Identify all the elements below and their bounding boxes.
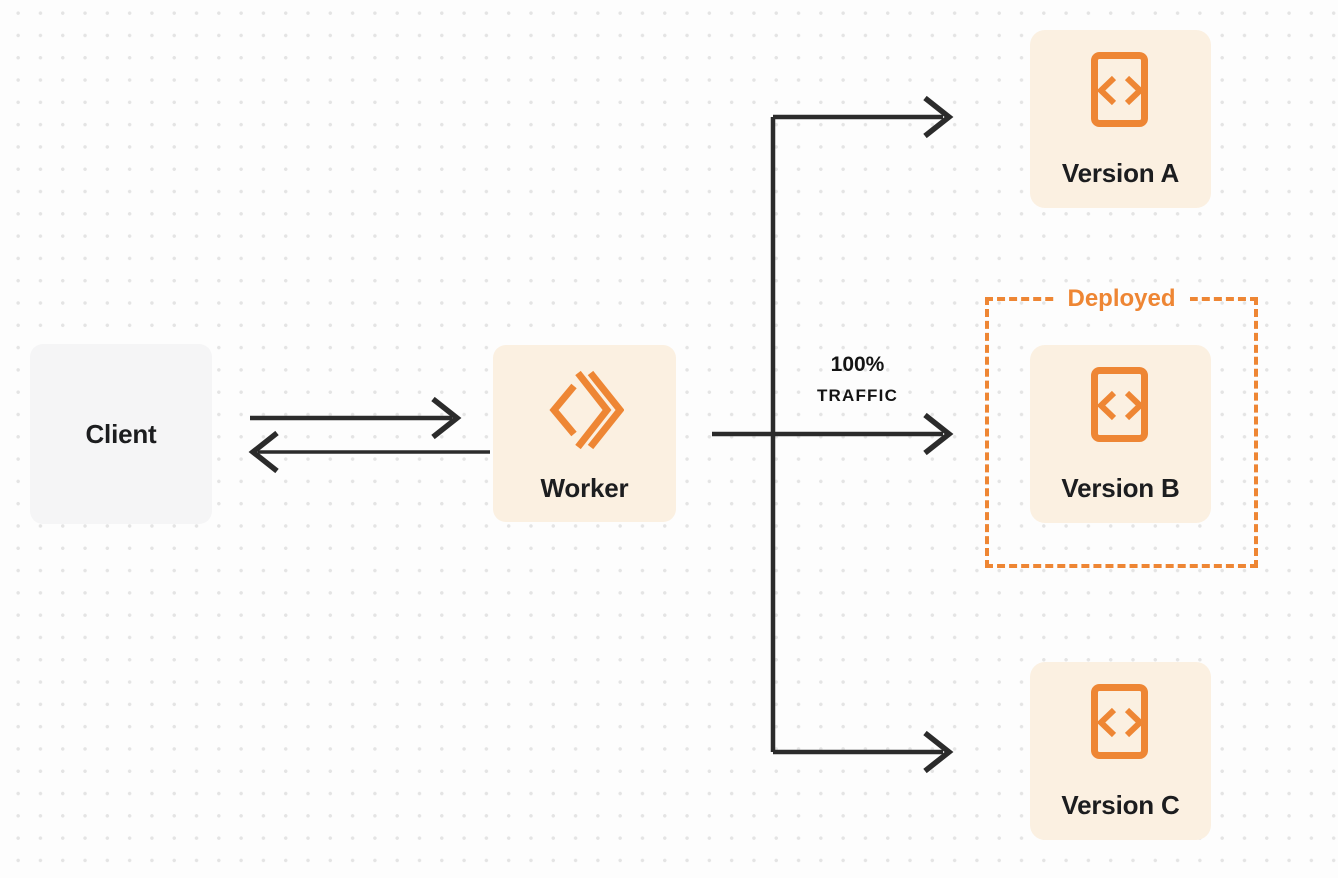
node-version-a: Version A xyxy=(1030,30,1211,208)
version-c-label: Version C xyxy=(1061,790,1180,820)
traffic-word-text: TRAFFIC xyxy=(816,386,899,405)
version-a-label: Version A xyxy=(1061,158,1180,188)
version-b-label: Version B xyxy=(1061,473,1180,503)
code-file-icon xyxy=(1090,52,1148,127)
node-version-b: Version B xyxy=(1030,345,1211,523)
worker-label: Worker xyxy=(540,473,629,503)
worker-chevrons-icon xyxy=(548,370,624,450)
arrow-to-version-b-arrowhead-icon xyxy=(923,412,954,456)
node-worker: Worker xyxy=(493,345,676,522)
worker-to-client-arrowhead-icon xyxy=(248,430,279,474)
client-to-worker-arrowhead-icon xyxy=(431,396,462,440)
traffic-annotation: 100% TRAFFIC xyxy=(780,352,935,406)
traffic-percent-text: 100% xyxy=(830,353,885,376)
code-file-icon xyxy=(1090,684,1148,759)
arrow-to-version-a-arrowhead-icon xyxy=(923,95,954,139)
client-label: Client xyxy=(85,418,157,449)
deployed-label: Deployed xyxy=(1053,284,1190,314)
arrow-to-version-c-arrowhead-icon xyxy=(923,730,954,774)
deployed-group-outline: Deployed xyxy=(985,284,1258,568)
node-client: Client xyxy=(30,344,212,524)
code-file-icon xyxy=(1090,367,1148,442)
node-version-c: Version C xyxy=(1030,662,1211,840)
